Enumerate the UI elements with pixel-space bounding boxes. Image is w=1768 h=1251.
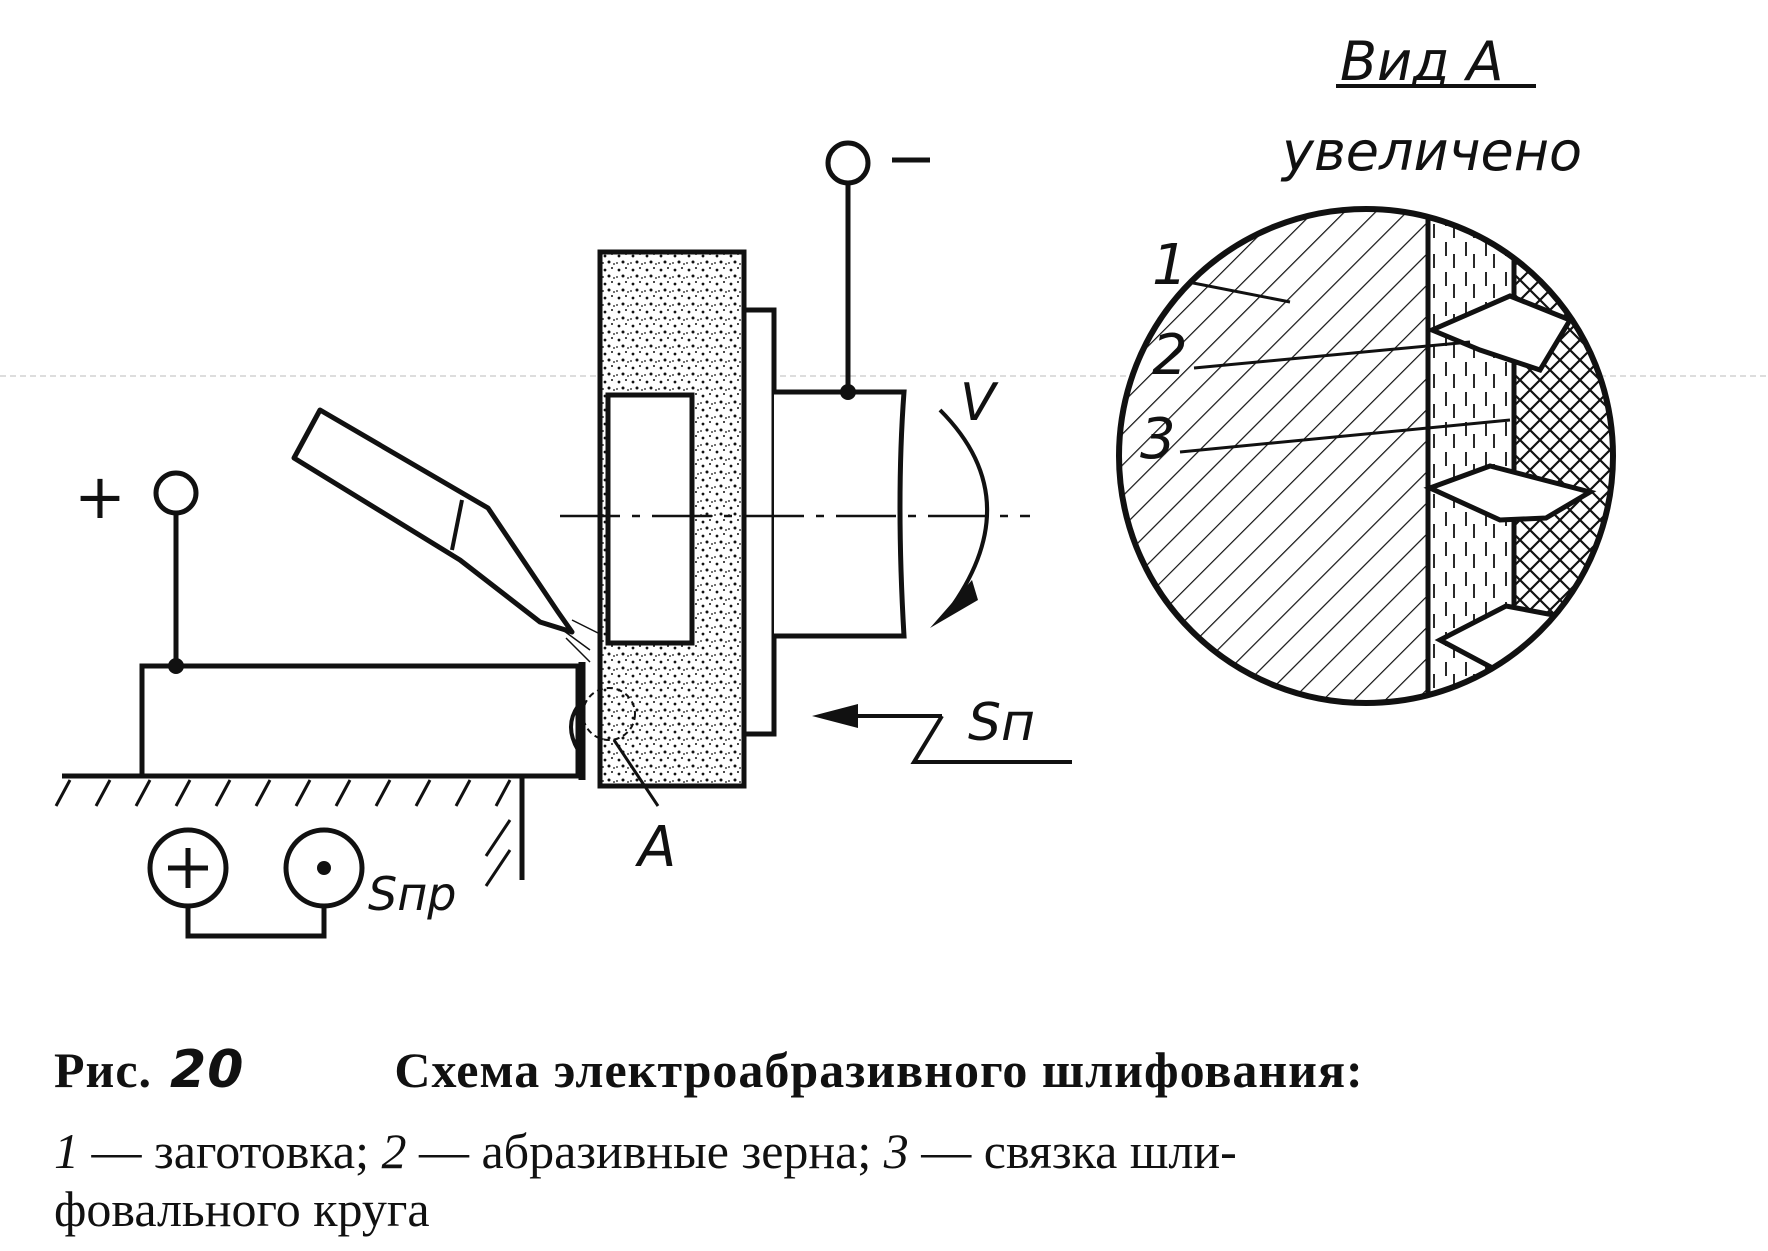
coolant-nozzle [291, 407, 601, 663]
figure-caption: Рис. 20 Схема электроабразивного шлифовани… [54, 1040, 1744, 1238]
label-workpiece: 1 [1152, 233, 1188, 298]
label-bond: 3 [1140, 407, 1176, 472]
feed-arrow-sn [812, 704, 1072, 764]
workpiece [139, 662, 586, 780]
view-title: Вид А [1340, 30, 1504, 93]
grinding-diagram: + А V Sп [0, 30, 1768, 939]
legend-text-2: — абразивные зерна; [418, 1123, 872, 1179]
plus-terminal [153, 470, 199, 674]
view-a-marker: А [635, 815, 676, 880]
caption-prefix: Рис. [54, 1042, 153, 1098]
feed-sn-label: Sп [968, 693, 1035, 753]
wiring [185, 906, 327, 939]
plus-label: + [74, 460, 126, 533]
caption-title-line: Рис. 20 Схема электроабразивного шлифовани… [54, 1040, 1744, 1100]
leader-1 [1187, 280, 1291, 304]
leader-2 [1193, 340, 1471, 370]
feed-direction-icon [283, 827, 365, 909]
legend-num-3: 3 [883, 1123, 909, 1179]
minus-terminal [825, 140, 930, 400]
feed-snp-label: Sпр [368, 867, 456, 921]
grinding-wheel [582, 249, 777, 807]
legend-text-3: — связка шли- [921, 1123, 1237, 1179]
legend-num-1: 1 [54, 1123, 79, 1179]
caption-title: Схема электроабразивного шлифования: [394, 1042, 1364, 1098]
caption-number: 20 [170, 1040, 245, 1100]
legend-num-2: 2 [381, 1123, 407, 1179]
legend-continuation: фовального круга [54, 1181, 430, 1237]
view-subtitle: увеличено [1280, 120, 1582, 183]
spindle [560, 389, 1030, 639]
label-grains: 2 [1152, 323, 1188, 388]
rotation-label: V [960, 373, 999, 433]
leader-3 [1179, 418, 1511, 454]
legend-text-1: — заготовка; [91, 1123, 369, 1179]
power-source-icon [147, 827, 229, 909]
rotation-arrow [930, 408, 989, 628]
caption-legend: 1 — заготовка; 2 — абразивные зерна; 3 —… [54, 1122, 1744, 1238]
